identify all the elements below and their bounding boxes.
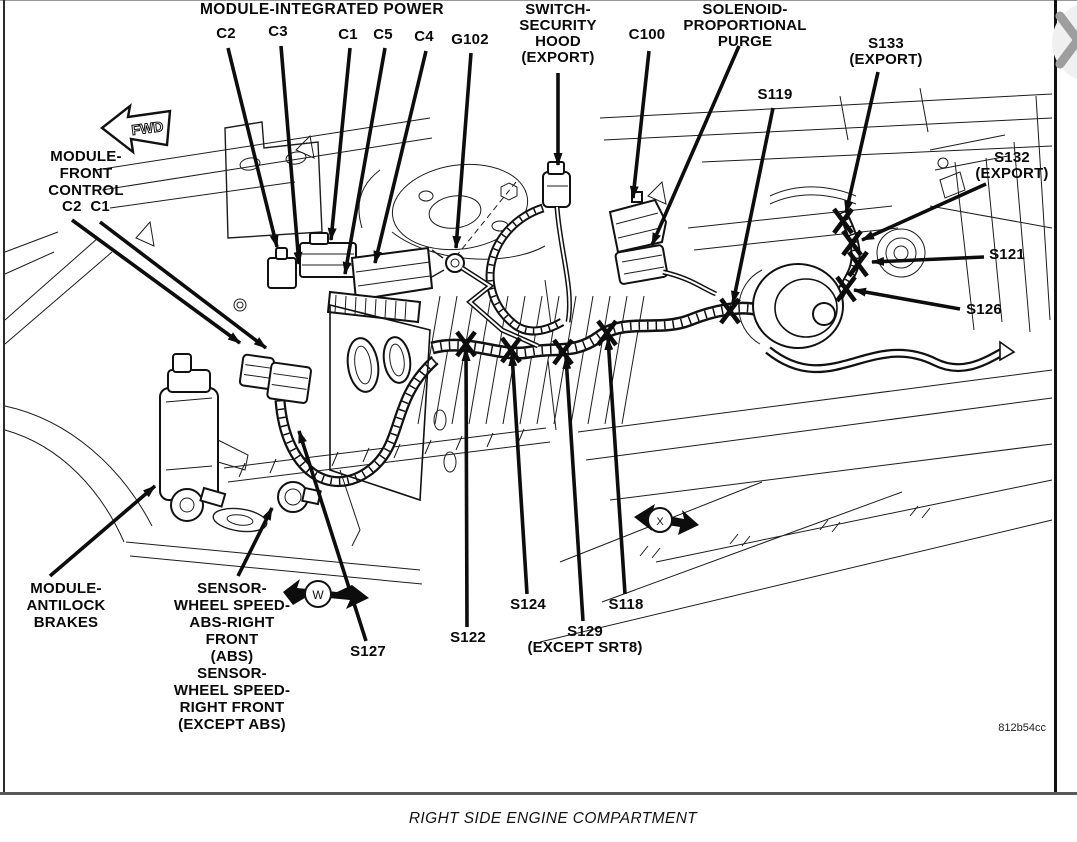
harness-loop-front-control <box>274 355 439 487</box>
callout-s121: S121 <box>989 246 1025 263</box>
callout-module-antilock-brakes: MODULE- ANTILOCK BRAKES <box>26 580 106 631</box>
view-direction-w-icon: W <box>283 579 369 609</box>
wheel-speed-sensor-connector <box>277 481 322 513</box>
frame-left-rule <box>3 0 5 793</box>
callout-module-front-control: MODULE- FRONT CONTROL <box>48 148 124 199</box>
callout-s127: S127 <box>350 643 386 660</box>
callout-s132: S132 (EXPORT) <box>975 149 1049 182</box>
callout-s118: S118 <box>608 596 644 613</box>
callout-ipm-c1: C1 <box>338 26 358 43</box>
c100-connector <box>608 191 668 254</box>
abs-module-drawing <box>159 353 249 522</box>
engine-compartment-drawing: FWD W X <box>4 45 1053 643</box>
next-page-button[interactable] <box>1052 2 1077 82</box>
callout-ipm-c2: C2 <box>216 25 236 42</box>
front-control-module-connectors <box>238 353 312 404</box>
callout-mfc-connectors: C2 C1 <box>62 198 110 215</box>
fwd-arrow: FWD <box>100 103 172 155</box>
splice-marks <box>455 207 869 366</box>
chevron-right-icon <box>1055 11 1077 69</box>
callout-s126: S126 <box>966 301 1002 318</box>
purge-solenoid-connector <box>614 244 718 297</box>
integrated-power-module-connectors <box>267 232 434 324</box>
frame-bottom-rule <box>0 792 1077 795</box>
callout-g102: G102 <box>451 31 489 48</box>
callout-s129: S129 (EXCEPT SRT8) <box>527 623 643 656</box>
callout-ipm-c5: C5 <box>373 26 393 43</box>
body-structure-lines <box>4 87 1053 643</box>
view-direction-x-icon: X <box>634 504 699 535</box>
dash-panel-grommet <box>738 263 844 349</box>
callout-s133: S133 (EXPORT) <box>849 35 923 68</box>
figure-caption: RIGHT SIDE ENGINE COMPARTMENT <box>408 810 698 827</box>
callout-module-integrated-power: MODULE-INTEGRATED POWER <box>200 1 444 18</box>
harness-loop-switch <box>485 203 565 336</box>
callout-s122: S122 <box>450 629 486 646</box>
drawing-code: 812b54cc <box>998 722 1046 734</box>
g102-ground-eyelet <box>429 249 540 349</box>
fwd-label: FWD <box>131 118 165 138</box>
leader-lines <box>48 45 987 642</box>
callout-c100: C100 <box>628 26 666 43</box>
callout-s119: S119 <box>757 86 793 103</box>
callout-switch-security-hood: SWITCH- SECURITY HOOD (EXPORT) <box>519 1 597 66</box>
callout-s124: S124 <box>510 596 546 613</box>
mounting-bracket-plate <box>329 303 431 547</box>
harness-tail-hose <box>765 340 1016 373</box>
callout-ipm-c3: C3 <box>268 23 288 40</box>
view-x-label: X <box>656 516 664 528</box>
callout-ipm-c4: C4 <box>414 28 434 45</box>
view-w-label: W <box>312 588 324 602</box>
frame-right-rule <box>1054 0 1057 793</box>
frame-top-rule <box>0 0 1077 1</box>
callout-sensor-wheel-speed: SENSOR- WHEEL SPEED- ABS-RIGHT FRONT (AB… <box>173 580 291 733</box>
callout-solenoid-purge: SOLENOID- PROPORTIONAL PURGE <box>683 1 807 50</box>
